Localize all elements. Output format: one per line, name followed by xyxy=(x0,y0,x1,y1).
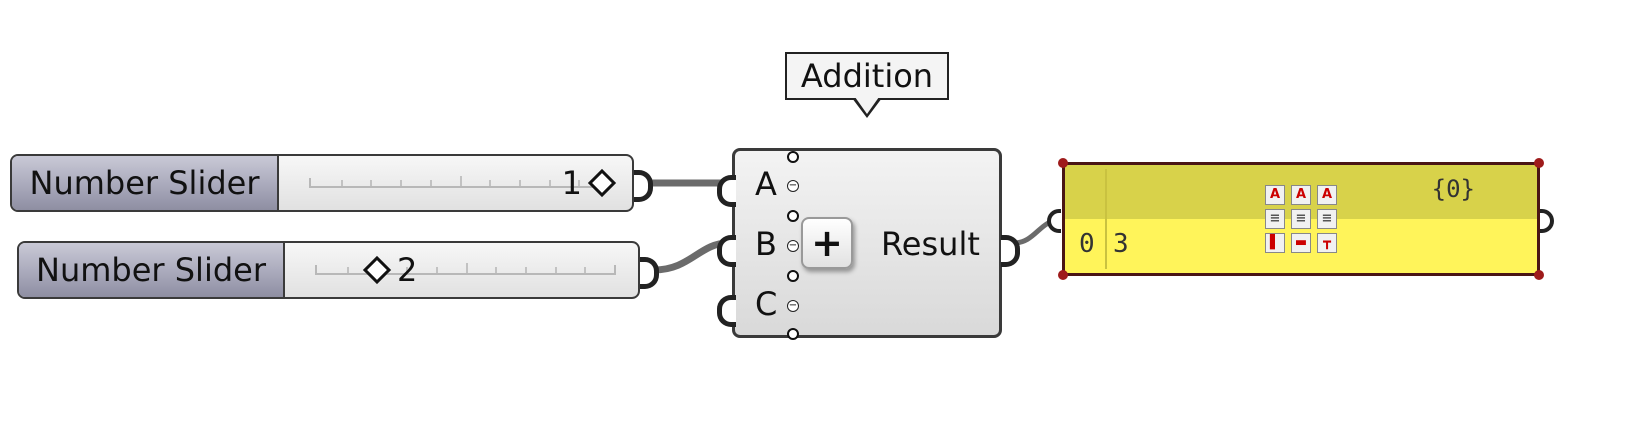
remove-input-b-icon[interactable]: − xyxy=(787,240,799,252)
panel-output-grip[interactable] xyxy=(1540,209,1554,233)
output-grip-result[interactable] xyxy=(1001,235,1020,267)
wrap-icon[interactable]: ▌ xyxy=(1265,233,1285,253)
slider-tick xyxy=(435,267,438,273)
plus-icon: + xyxy=(801,217,853,269)
slider-tick xyxy=(584,267,587,273)
remove-input-a-icon[interactable]: − xyxy=(787,180,799,192)
input-grip-c[interactable] xyxy=(717,295,736,327)
slider-tick xyxy=(340,180,343,186)
slider-value: 1 xyxy=(561,164,617,202)
slider-tick xyxy=(554,267,557,273)
align-right-icon[interactable]: ≡ xyxy=(1317,209,1337,229)
slider-name-label: Number Slider xyxy=(12,156,279,210)
align-center-icon[interactable]: ≡ xyxy=(1291,209,1311,229)
slider-track[interactable]: 2 xyxy=(285,243,638,297)
panel-row-value: 3 xyxy=(1113,229,1129,259)
stretch-icon[interactable]: ▬ xyxy=(1291,233,1311,253)
slider-tick xyxy=(489,180,492,186)
slider-tick xyxy=(518,180,521,186)
input-label-b[interactable]: B xyxy=(755,225,777,263)
slider-tick xyxy=(578,180,581,186)
diamond-icon[interactable] xyxy=(587,168,617,198)
panel-input-grip[interactable] xyxy=(1047,209,1061,233)
slider-tick xyxy=(548,180,551,186)
slider-value-text: 1 xyxy=(561,164,582,202)
panel-toolbar: A A A ≡ ≡ ≡ ▌ ▬ ┳ xyxy=(1265,185,1339,253)
number-slider-2[interactable]: Number Slider 2 xyxy=(17,241,659,299)
slider-tick xyxy=(495,267,498,273)
output-grip[interactable] xyxy=(634,170,653,202)
diamond-icon[interactable] xyxy=(362,255,392,285)
slider-track[interactable]: 1 xyxy=(279,156,632,210)
panel-row-index: 0 xyxy=(1079,229,1095,259)
slider-tick xyxy=(400,180,403,186)
slider-tick xyxy=(465,263,468,273)
panel-corner-handle[interactable] xyxy=(1058,158,1068,168)
slider-tick xyxy=(524,267,527,273)
font-icon[interactable]: A xyxy=(1265,185,1285,205)
draw-icon[interactable]: ┳ xyxy=(1317,233,1337,253)
remove-input-c-icon[interactable]: − xyxy=(787,300,799,312)
addition-component[interactable]: A B C − − − + Result xyxy=(717,148,1020,340)
input-grip-b[interactable] xyxy=(717,235,736,267)
panel-index-divider xyxy=(1105,169,1107,269)
insert-input-icon[interactable] xyxy=(787,270,799,282)
tooltip-pointer-fill xyxy=(855,97,879,114)
output-label-result[interactable]: Result xyxy=(881,225,980,263)
slider-rail xyxy=(315,263,616,275)
slider-tick xyxy=(429,180,432,186)
insert-input-icon[interactable] xyxy=(787,328,799,340)
align-left-icon[interactable]: ≡ xyxy=(1265,209,1285,229)
panel-corner-handle[interactable] xyxy=(1534,158,1544,168)
insert-input-icon[interactable] xyxy=(787,151,799,163)
slider-tick xyxy=(406,267,409,273)
slider-tick xyxy=(370,180,373,186)
input-label-a[interactable]: A xyxy=(755,165,777,203)
panel-path: {0} xyxy=(1431,175,1475,203)
slider-name-label: Number Slider xyxy=(19,243,285,297)
input-label-c[interactable]: C xyxy=(755,285,778,323)
input-grip-a[interactable] xyxy=(717,175,736,207)
component-tooltip: Addition xyxy=(785,52,949,100)
panel-corner-handle[interactable] xyxy=(1058,270,1068,280)
font-up-icon[interactable]: A xyxy=(1317,185,1337,205)
font-size-icon[interactable]: A xyxy=(1291,185,1311,205)
insert-input-icon[interactable] xyxy=(787,210,799,222)
output-grip[interactable] xyxy=(640,257,659,289)
slider-value: 2 xyxy=(362,251,418,289)
slider-value-text: 2 xyxy=(397,251,418,289)
panel-component[interactable]: {0} 0 3 A A A ≡ ≡ ≡ ▌ ▬ ┳ xyxy=(1047,158,1554,280)
panel-corner-handle[interactable] xyxy=(1534,270,1544,280)
number-slider-1[interactable]: Number Slider 1 xyxy=(10,154,653,212)
slider-tick xyxy=(459,176,462,186)
slider-tick xyxy=(346,267,349,273)
